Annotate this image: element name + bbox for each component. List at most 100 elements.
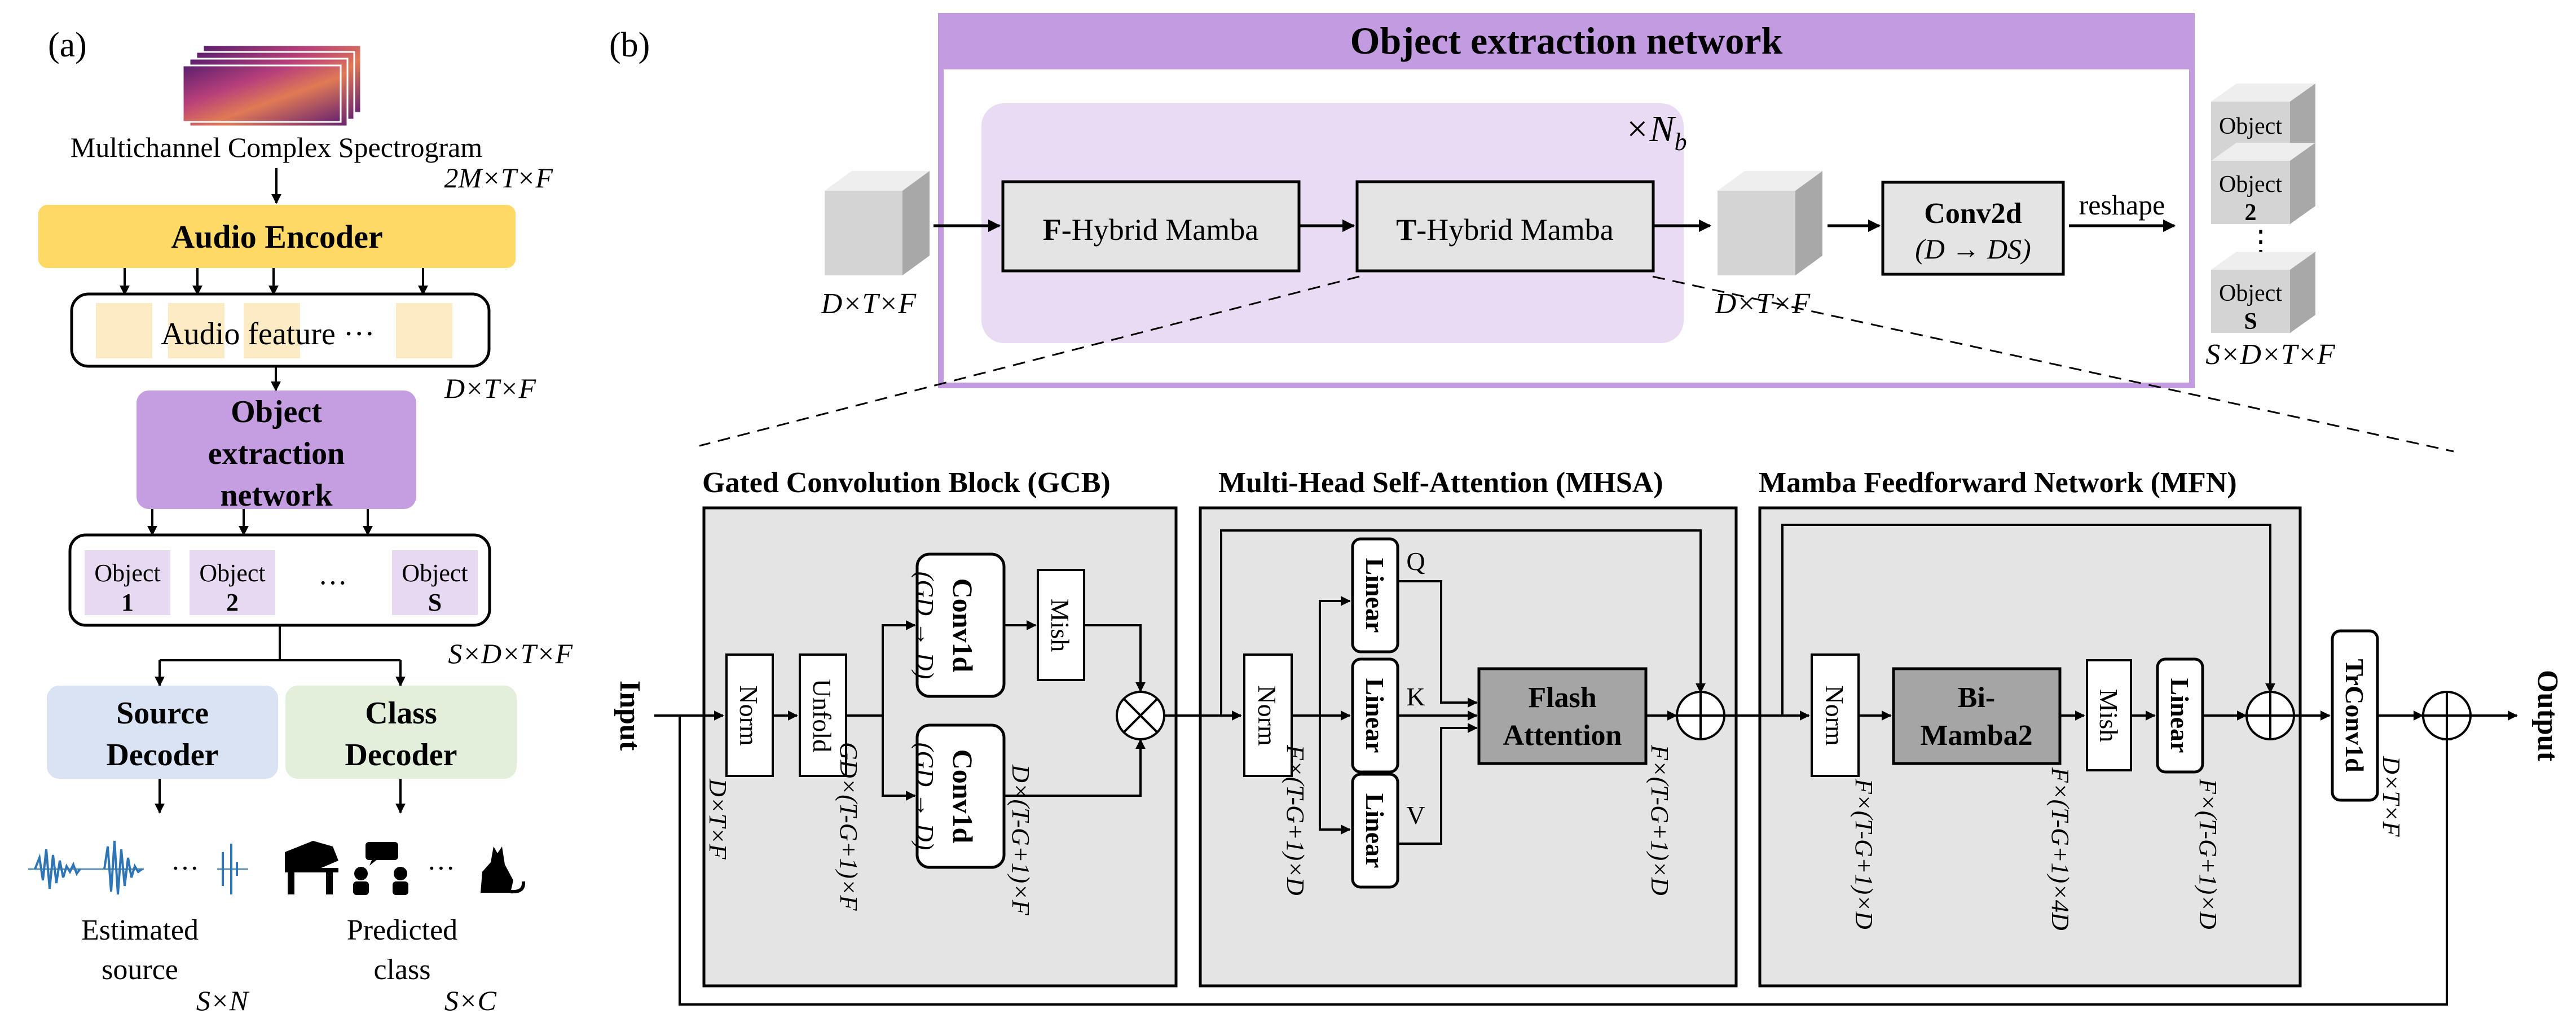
class-ellipsis: ··· <box>427 852 455 884</box>
feature-segments <box>96 303 452 358</box>
audio-encoder-label: Audio Encoder <box>171 218 382 255</box>
svg-text:S: S <box>2244 309 2257 335</box>
output-dims-b: S×D×T×F <box>2205 339 2336 371</box>
conv2d-box <box>1881 181 2065 276</box>
oen-title: Object extraction network <box>1350 19 1783 62</box>
source-decoder-line1: Source <box>116 696 209 731</box>
object-cube-s: Object S <box>2211 252 2315 335</box>
conv2d-label: Conv2d <box>1924 198 2022 230</box>
oen-line1: Object <box>231 394 322 429</box>
svg-text:Object: Object <box>2219 113 2282 139</box>
conv1d-top-box <box>915 552 1006 698</box>
predicted-line1: Predicted <box>347 914 457 946</box>
trconv-dims: D×T×F <box>2377 756 2405 837</box>
f-hybrid-mamba-box <box>1001 180 1301 273</box>
svg-text:2: 2 <box>2245 200 2257 226</box>
gcb-dims-3: D×(T-G+1)×F <box>1007 764 1034 916</box>
svg-text:Object: Object <box>199 559 265 587</box>
mid-dims-b: D×T×F <box>1715 288 1811 320</box>
oen-line2: extraction <box>208 436 345 471</box>
add-icon-final <box>2422 691 2472 740</box>
svg-text:2: 2 <box>226 589 239 616</box>
linear-k-box <box>1351 657 1399 774</box>
input-dims-b: D×T×F <box>821 288 917 320</box>
cat-icon <box>481 846 526 894</box>
linear-q-box <box>1351 537 1399 653</box>
mhsa-dims-2: F×(T-G+1)×D <box>1646 744 1674 896</box>
multiply-icon <box>1116 691 1165 740</box>
spectrogram-stack-icon <box>182 44 362 128</box>
gcb-norm-label: Norm <box>734 685 763 746</box>
conv2d-sub: (D → DS) <box>1915 233 2031 265</box>
repeat-block-bg <box>981 103 1684 343</box>
oen-line3: network <box>220 478 333 513</box>
oen-arrows <box>147 509 373 536</box>
detail-diagram: Gated Convolution Block (GCB) Multi-Head… <box>614 467 2564 1006</box>
linear-k-label: Linear <box>1360 678 1389 753</box>
k-label: K <box>1406 682 1425 711</box>
piano-icon <box>285 841 338 894</box>
add-icon-mfn <box>2245 691 2295 740</box>
mfn-dims-3: F×(T-G+1)×D <box>2194 778 2222 929</box>
mhsa-norm-label: Norm <box>1253 685 1282 746</box>
gcb-title: Gated Convolution Block (GCB) <box>702 467 1111 499</box>
linear-q-label: Linear <box>1360 558 1389 633</box>
gcb-norm-box <box>725 653 774 777</box>
class-decoder-line2: Decoder <box>345 738 457 773</box>
flash-line1: Flash <box>1528 682 1596 714</box>
svg-text:Object: Object <box>94 559 160 587</box>
repeat-label: ×Nb <box>1624 108 1687 156</box>
estimated-line2: source <box>102 954 178 986</box>
mish-mfn-box <box>2086 659 2132 771</box>
add-icon-mhsa <box>1676 691 1725 740</box>
conv1d-bottom-label: Conv1d <box>947 749 979 844</box>
mish-mfn-label: Mish <box>2094 689 2123 743</box>
conv1d-top-label: Conv1d <box>947 578 979 673</box>
linear-mfn-label: Linear <box>2165 678 2194 753</box>
panel-a-label: (a) <box>48 26 87 64</box>
conv1d-bottom-box <box>915 723 1006 869</box>
class-decoder-line1: Class <box>365 696 437 731</box>
svg-text:Object: Object <box>2219 280 2282 306</box>
svg-text:1: 1 <box>121 589 134 616</box>
svg-text:S: S <box>428 589 442 616</box>
flash-line2: Attention <box>1503 719 1622 752</box>
conv1d-top-sub: (GD → D) <box>911 572 939 679</box>
mfn-dims-2: F×(T-G+1)×4D <box>2046 767 2074 931</box>
output-label: Output <box>2531 670 2564 762</box>
mish-gcb-label: Mish <box>1046 599 1075 652</box>
main-connections <box>654 524 2518 1006</box>
mfn-dims-1: F×(T-G+1)×D <box>1850 778 1878 929</box>
objects-dims-a: S×D×T×F <box>448 638 573 669</box>
input-cube-icon <box>825 171 930 275</box>
trconv1d-label: TrConv1d <box>2340 659 2369 772</box>
f-hybrid-mamba-label: F-Hybrid Mamba <box>1043 213 1258 247</box>
waveform-icon <box>28 840 248 895</box>
estimated-line1: Estimated <box>81 914 199 946</box>
reshape-label: reshape <box>2079 189 2165 221</box>
mhsa-dims-1: F×(T-G+1)×D <box>1282 744 1309 896</box>
bimamba-line1: Bi- <box>1958 682 1995 714</box>
objects-ellipsis: ··· <box>318 567 347 599</box>
waveform-ellipsis: ··· <box>171 852 199 884</box>
panel-b: (b) Object extraction network ×Nb D×T×F … <box>609 13 2454 453</box>
split-lines <box>155 625 406 687</box>
gcb-dims-1: D×T×F <box>704 778 732 860</box>
predicted-dims: S×C <box>444 985 497 1016</box>
class-decoder-box <box>285 686 517 779</box>
trconv1d-box <box>2331 629 2379 802</box>
mhsa-title: Multi-Head Self-Attention (MHSA) <box>1218 467 1663 499</box>
unfold-box <box>799 653 847 777</box>
flash-attention-box <box>1477 667 1648 765</box>
unfold-label: Unfold <box>808 679 836 752</box>
panel-a: (a) Multichannel Complex Spectrogram 2M×… <box>28 26 573 1016</box>
mish-gcb-box <box>1037 569 1085 681</box>
v-label: V <box>1406 801 1425 830</box>
linear-mfn-box <box>2156 657 2204 774</box>
mfn-norm-label: Norm <box>1820 685 1849 746</box>
svg-text:Object: Object <box>402 559 468 587</box>
linear-v-box <box>1351 773 1399 889</box>
bimamba-box <box>1892 667 2062 765</box>
object-chip-s: Object S <box>392 550 478 616</box>
